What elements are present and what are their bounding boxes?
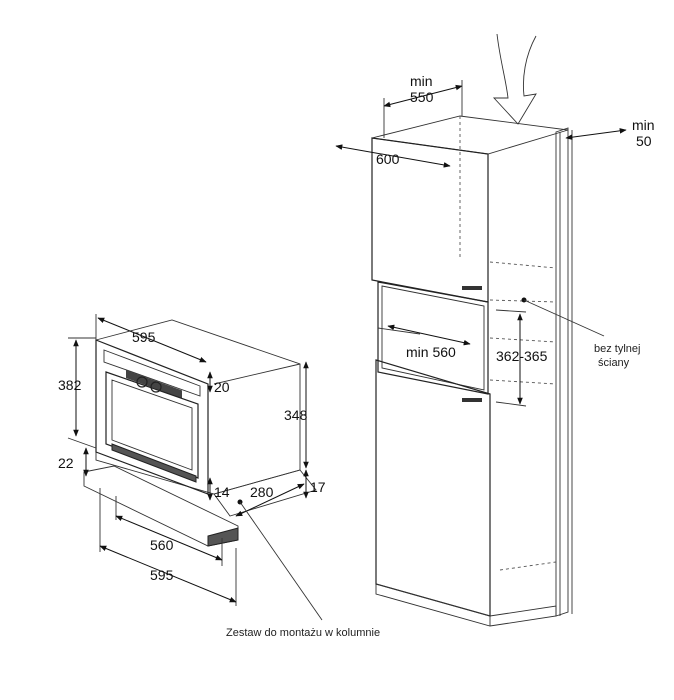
oven-front: [95, 339, 209, 495]
dim-min-label-top: min: [410, 73, 433, 89]
oven-display: [126, 370, 182, 399]
dim-oven-595-top: 595: [132, 329, 156, 345]
airflow-arrow: [492, 33, 537, 125]
dim-362-365: 362-365: [496, 348, 548, 364]
dim-oven-280: 280: [250, 484, 274, 500]
dim-600: 600: [376, 151, 400, 167]
dim-oven-20: 20: [214, 379, 230, 395]
note-no-back-wall-2: ściany: [598, 357, 630, 369]
dim-oven-14: 14: [214, 484, 230, 500]
cabinet-plinth: [375, 583, 557, 627]
oven-bottom: [213, 469, 317, 517]
oven-knob-left: [136, 376, 148, 388]
dim-oven-17: 17: [310, 479, 326, 495]
dim-oven-560: 560: [150, 537, 174, 553]
oven-handle: [111, 443, 197, 483]
dim-oven-382: 382: [58, 377, 82, 393]
cabinet-top: [371, 115, 569, 155]
upper-door-handle: [462, 286, 482, 290]
oven-knob-right: [150, 381, 162, 393]
caption-column-kit: Zestaw do montażu w kolumnie: [226, 627, 380, 639]
oven-door-window: [105, 371, 199, 479]
dim-min-50: 50: [636, 133, 652, 149]
dim-min-label-side: min: [632, 117, 655, 133]
cabinet-side-panel: [555, 127, 569, 617]
dim-oven-22: 22: [58, 455, 74, 471]
oven-unit: 595 382 20 348 22 14 280 17 560 595: [58, 314, 326, 621]
dim-min-560: min 560: [406, 344, 456, 360]
cabinet-column: min 550 600 min 50 min 560 362-365 bez t…: [335, 33, 655, 627]
dim-min-550: 550: [410, 89, 434, 105]
lower-door-handle: [462, 398, 482, 402]
note-no-back-wall-1: bez tylnej: [594, 343, 640, 355]
dim-oven-348: 348: [284, 407, 308, 423]
dim-oven-595-bottom: 595: [150, 567, 174, 583]
